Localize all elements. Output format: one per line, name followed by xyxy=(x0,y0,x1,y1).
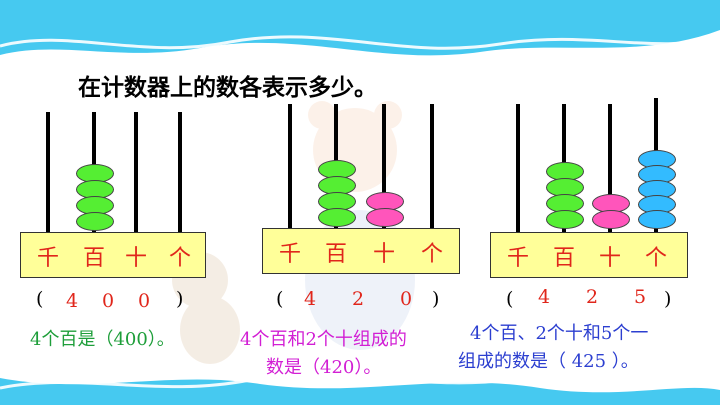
place-label-thousands: 千 xyxy=(36,246,59,271)
answer-close-paren: ) xyxy=(176,288,184,310)
rod-ones xyxy=(178,112,182,232)
description-line: 组成的数是（ 425 ）。 xyxy=(458,351,639,372)
description-3: 4个百、2个十和5个一 组成的数是（ 425 ）。 xyxy=(458,320,649,376)
rod-ones xyxy=(430,104,434,228)
place-label-hundreds: 百 xyxy=(82,246,105,271)
answer-close-paren: ) xyxy=(664,288,672,310)
abacus-base xyxy=(262,228,460,274)
rod-tens xyxy=(608,104,612,232)
abacus-2: 千 百 十 个 xyxy=(262,104,462,274)
page-title: 在计数器上的数各表示多少。 xyxy=(78,75,377,101)
answer-open-paren: ( xyxy=(36,288,44,310)
place-label-hundreds: 百 xyxy=(324,242,347,267)
rod-thousands xyxy=(46,112,50,232)
answer-open-paren: ( xyxy=(506,288,514,310)
rod-thousands xyxy=(516,104,520,232)
place-label-hundreds: 百 xyxy=(552,246,575,271)
description-1: 4个百是（400）。 xyxy=(30,326,175,354)
description-line: 4个百是（400）。 xyxy=(30,329,175,350)
place-label-ones: 个 xyxy=(644,246,667,271)
rod-tens xyxy=(134,112,138,232)
bead xyxy=(76,212,114,231)
answer-open-paren: ( xyxy=(276,288,284,310)
bead xyxy=(318,208,356,227)
description-2: 4个百和2个十组成的 数是（420）。 xyxy=(240,326,407,382)
place-label-ones: 个 xyxy=(168,246,191,271)
description-line: 数是（420）。 xyxy=(266,357,382,378)
abacus-1: 千 百 十 个 xyxy=(20,112,210,282)
rod-thousands xyxy=(288,104,292,228)
description-line: 4个百和2个十组成的 xyxy=(240,329,407,350)
answer-digit: 0 xyxy=(137,290,151,312)
bead xyxy=(638,210,676,229)
answer-close-paren: ) xyxy=(432,288,440,310)
description-line: 4个百、2个十和5个一 xyxy=(470,323,649,344)
answer-digit: 2 xyxy=(585,286,599,308)
abacus-base xyxy=(490,232,688,278)
answer-digit: 4 xyxy=(537,286,551,308)
abacus-base xyxy=(20,232,206,278)
answer-digit: 4 xyxy=(303,288,317,310)
answer-digit: 0 xyxy=(399,288,413,310)
place-label-tens: 十 xyxy=(598,246,621,271)
bead xyxy=(546,210,584,229)
abacus-3: 千 百 十 个 xyxy=(490,98,690,278)
place-label-tens: 十 xyxy=(372,242,395,267)
place-label-thousands: 千 xyxy=(278,242,301,267)
place-label-thousands: 千 xyxy=(506,246,529,271)
place-label-ones: 个 xyxy=(420,242,443,267)
place-label-tens: 十 xyxy=(124,246,147,271)
bead xyxy=(592,210,630,229)
answer-digit: 2 xyxy=(351,288,365,310)
answer-digit: 0 xyxy=(101,290,115,312)
answer-digit: 4 xyxy=(65,290,79,312)
rod-tens xyxy=(382,104,386,228)
bead xyxy=(366,208,404,227)
answer-digit: 5 xyxy=(633,286,647,308)
